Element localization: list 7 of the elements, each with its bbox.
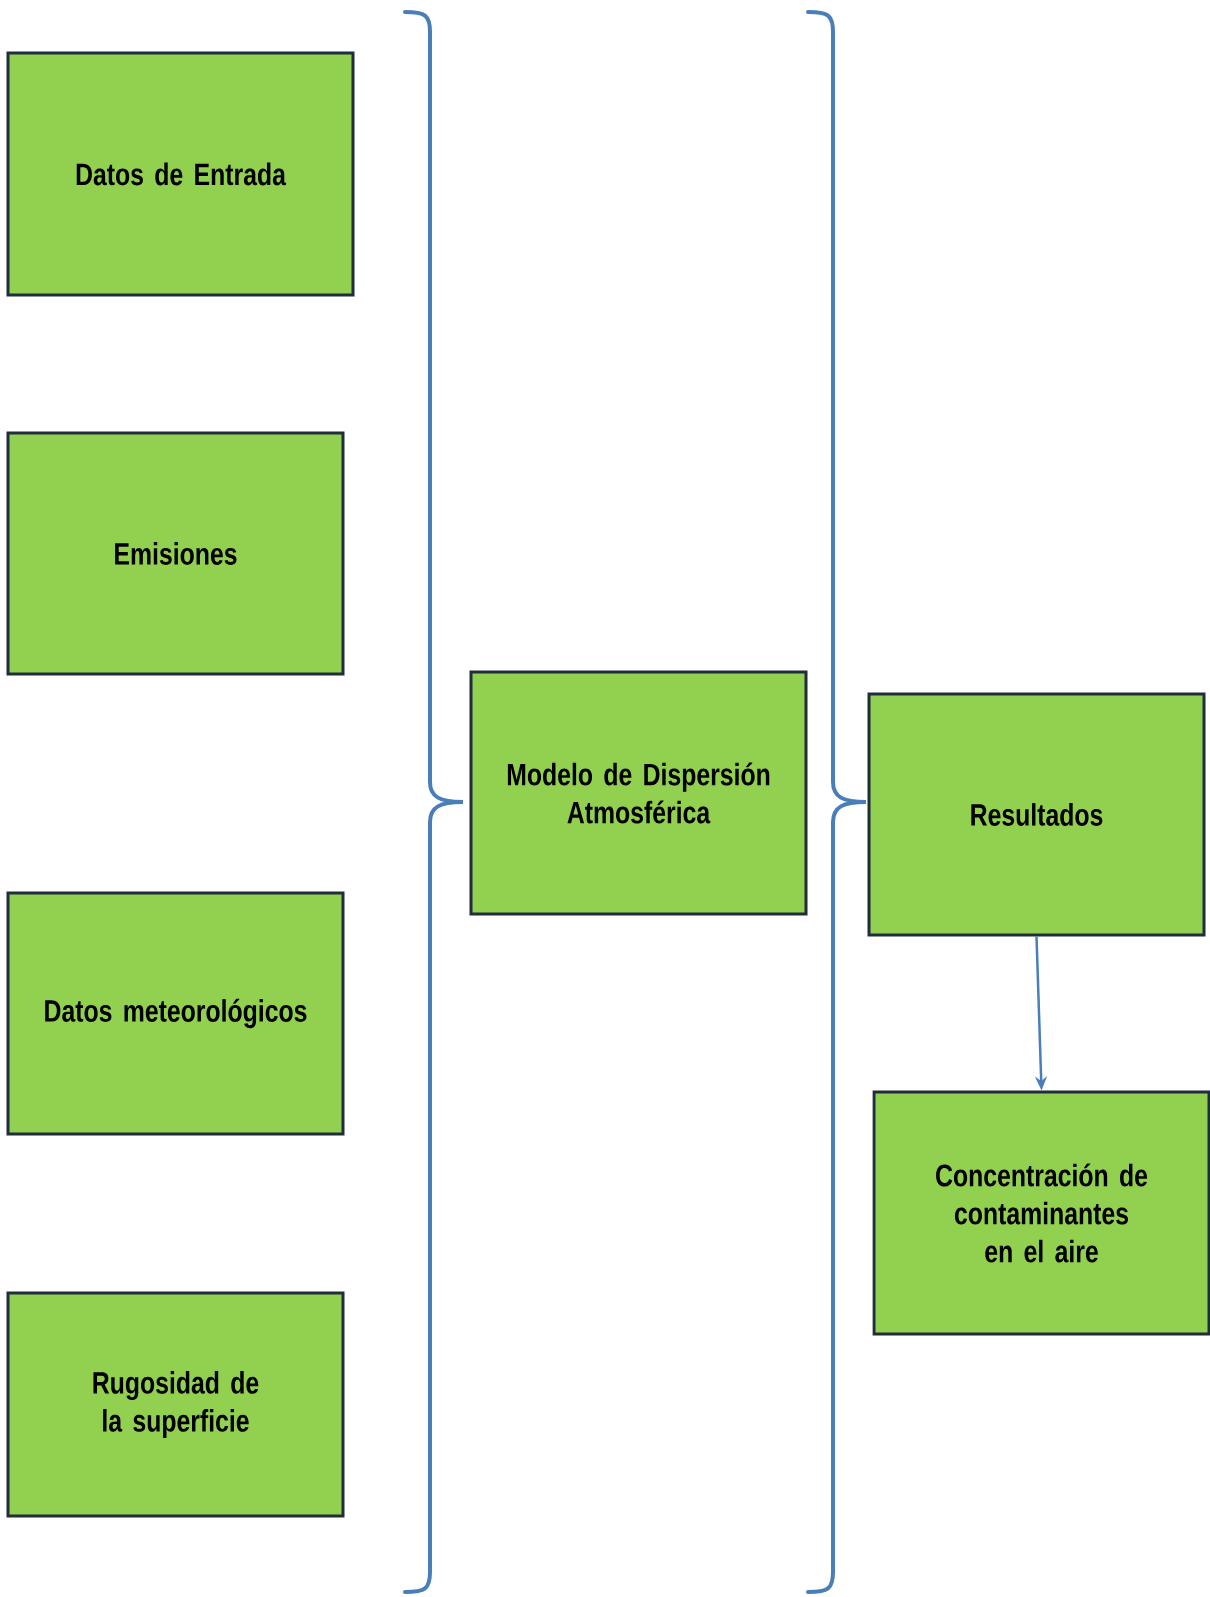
process-box: Datos meteorológicos	[6, 891, 345, 1136]
process-box: Rugosidad de la superficie	[6, 1291, 345, 1518]
process-box: Datos de Entrada	[6, 51, 355, 297]
process-box: Emisiones	[6, 431, 345, 676]
process-box: Modelo de Dispersión Atmosférica	[469, 670, 808, 916]
process-box: Resultados	[867, 692, 1206, 937]
process-box: Concentración de contaminantes en el aire	[872, 1090, 1210, 1336]
